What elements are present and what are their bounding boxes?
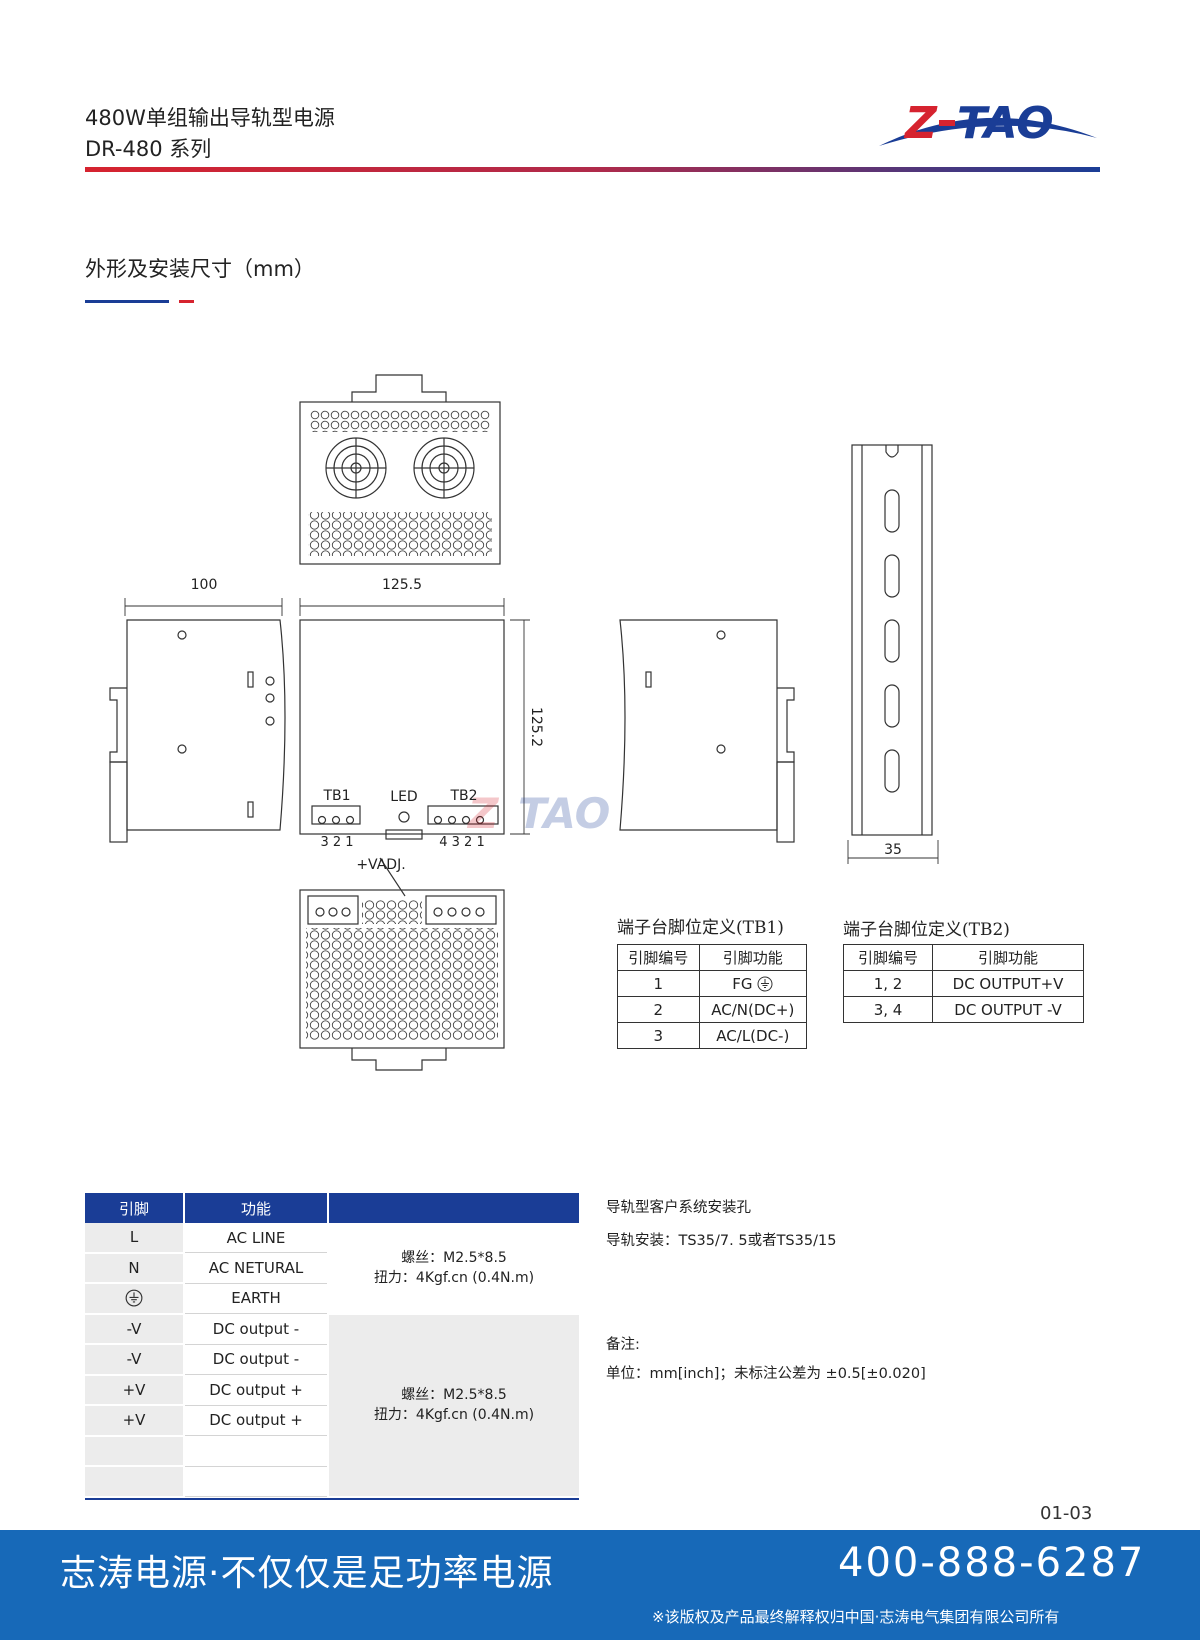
spec-pin-empty bbox=[85, 1435, 185, 1467]
tb1-row3-pin: 3 bbox=[617, 1022, 700, 1049]
tb1-row2-pin: 2 bbox=[617, 996, 700, 1023]
spec-pin-empty bbox=[85, 1466, 185, 1498]
tb1-pin-table: 引脚编号 引脚功能 1 FG 2 AC/N(DC+) 3 AC/L(DC-) bbox=[617, 944, 808, 1049]
bottom-view bbox=[299, 857, 505, 1071]
dim-front-width: 125.5 bbox=[382, 577, 422, 593]
tb1-table-title: 端子台脚位定义(TB1) bbox=[617, 918, 784, 938]
spec-pin: N bbox=[85, 1252, 185, 1284]
pin-spec-table: 引脚 功能 L AC LINE 螺丝：M2.5*8.5 扭力：4Kgf.cn (… bbox=[85, 1193, 579, 1500]
spec-group2-note: 螺丝：M2.5*8.5 扭力：4Kgf.cn (0.4N.m) bbox=[328, 1313, 579, 1498]
spec-table-bottom-rule bbox=[85, 1497, 579, 1500]
spec-function-empty bbox=[184, 1435, 329, 1467]
ground-icon bbox=[125, 1289, 143, 1307]
right-side-view bbox=[619, 619, 795, 843]
label-led: LED bbox=[390, 789, 417, 805]
tb2-row2-function: DC OUTPUT -V bbox=[932, 996, 1084, 1023]
footer-phone: 400-888-6287 bbox=[838, 1540, 1146, 1586]
doc-title-line1: 480W单组输出导轨型电源 bbox=[85, 106, 335, 130]
tb1-pin-numbers: 3 2 1 bbox=[320, 835, 353, 850]
label-tb2: TB2 bbox=[449, 788, 477, 804]
footer-slogan: 志涛电源·不仅仅是足功率电源 bbox=[60, 1553, 554, 1594]
page-number: 01-03 bbox=[1040, 1503, 1093, 1524]
tb1-header-pin: 引脚编号 bbox=[617, 944, 700, 971]
spec-pin: -V bbox=[85, 1344, 185, 1376]
spec-function: AC LINE bbox=[184, 1223, 329, 1253]
spec-pin: -V bbox=[85, 1313, 185, 1345]
spec-pin: +V bbox=[85, 1374, 185, 1406]
tb2-pin-table: 引脚编号 引脚功能 1, 2 DC OUTPUT+V 3, 4 DC OUTPU… bbox=[842, 944, 1084, 1023]
spec-group1-note: 螺丝：M2.5*8.5 扭力：4Kgf.cn (0.4N.m) bbox=[328, 1223, 579, 1315]
ztao-logo: Z TAO bbox=[879, 98, 1097, 149]
tb2-row1-pin: 1, 2 bbox=[842, 970, 934, 997]
svg-text:TAO: TAO bbox=[957, 98, 1054, 149]
remark-title: 备注: bbox=[606, 1337, 640, 1353]
footer-copyright: ※该版权及产品最终解释权归中国·志涛电气集团有限公司所有 bbox=[652, 1608, 1060, 1626]
front-view bbox=[299, 619, 505, 840]
tb1-row1-function: FG bbox=[698, 970, 808, 997]
spec-function: AC NETURAL bbox=[184, 1252, 329, 1284]
spec-function: DC output + bbox=[184, 1405, 329, 1436]
left-side-view bbox=[109, 619, 286, 843]
spec-function: DC output + bbox=[184, 1374, 329, 1406]
label-vadj: +VADJ. bbox=[356, 857, 405, 873]
spec-header-blank bbox=[328, 1193, 579, 1223]
dim-rail-width: 35 bbox=[884, 842, 902, 858]
spec-function: EARTH bbox=[184, 1283, 329, 1314]
din-rail bbox=[851, 444, 933, 836]
install-rail: 导轨安装：TS35/7. 5或者TS35/15 bbox=[606, 1233, 837, 1249]
remark-unit: 单位：mm[inch]；未标注公差为 ±0.5[±0.020] bbox=[606, 1366, 926, 1382]
tb2-pin-numbers: 4 3 2 1 bbox=[439, 835, 484, 850]
section-underline-blue bbox=[85, 300, 169, 303]
spec-pin-ground bbox=[85, 1283, 185, 1315]
ground-icon bbox=[757, 976, 773, 991]
label-tb1: TB1 bbox=[322, 788, 350, 804]
tb2-row1-function: DC OUTPUT+V bbox=[932, 970, 1084, 997]
spec-header-pin: 引脚 bbox=[85, 1193, 185, 1223]
spec-function: DC output - bbox=[184, 1313, 329, 1345]
tb2-header-pin: 引脚编号 bbox=[842, 944, 934, 971]
spec-function-empty bbox=[184, 1466, 329, 1497]
svg-text:TAO: TAO bbox=[518, 789, 610, 838]
spec-pin: L bbox=[85, 1223, 185, 1254]
install-title: 导轨型客户系统安装孔 bbox=[606, 1200, 751, 1216]
mechanical-drawing: Z TAO 100 125.5 125.2 35 TB1 LED TB2 3 2… bbox=[109, 374, 939, 1071]
tb2-table-title: 端子台脚位定义(TB2) bbox=[843, 920, 1010, 940]
tb1-row1-pin: 1 bbox=[617, 970, 700, 997]
spec-header-function: 功能 bbox=[184, 1193, 329, 1223]
svg-text:Z: Z bbox=[466, 789, 500, 838]
tb1-row3-function: AC/L(DC-) bbox=[698, 1022, 808, 1049]
tb1-header-function: 引脚功能 bbox=[698, 944, 808, 971]
tb1-row2-function: AC/N(DC+) bbox=[698, 996, 808, 1023]
watermark-logo: Z TAO bbox=[466, 789, 610, 838]
section-title: 外形及安装尺寸（mm） bbox=[85, 257, 315, 281]
dim-front-height: 125.2 bbox=[528, 707, 544, 747]
dim-side-width: 100 bbox=[191, 577, 218, 593]
spec-function: DC output - bbox=[184, 1344, 329, 1375]
header-rule bbox=[85, 167, 1100, 172]
spec-pin: +V bbox=[85, 1405, 185, 1437]
doc-title-line2: DR-480 系列 bbox=[85, 137, 212, 161]
tb2-row2-pin: 3, 4 bbox=[842, 996, 934, 1023]
footer-bar bbox=[0, 1530, 1200, 1640]
svg-text:Z: Z bbox=[903, 98, 938, 149]
tb2-header-function: 引脚功能 bbox=[932, 944, 1084, 971]
top-view bbox=[299, 374, 501, 565]
section-underline-red bbox=[179, 300, 194, 303]
